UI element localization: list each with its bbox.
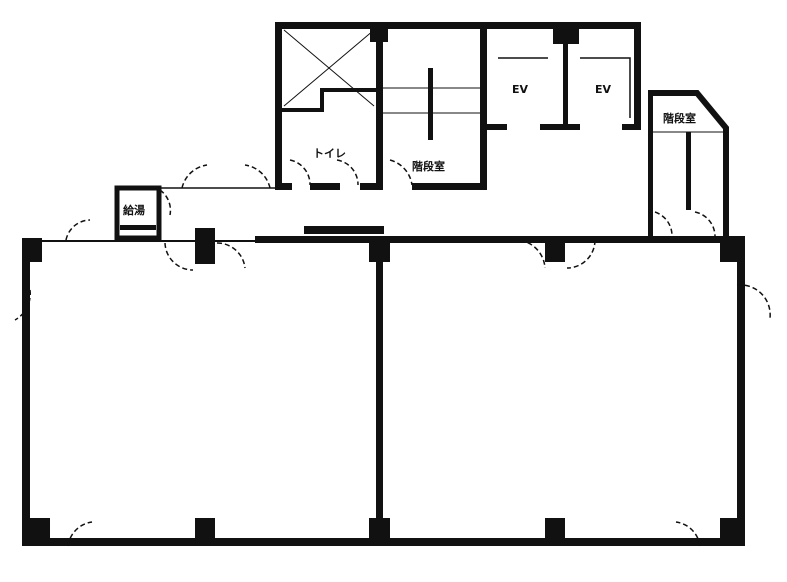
east-wall (737, 238, 745, 546)
door-swing (389, 159, 413, 186)
shaft-cross (283, 29, 375, 107)
core-west-wall (275, 22, 282, 190)
core-walls (160, 22, 487, 190)
stair-divider (428, 68, 433, 140)
ev-east-wall (634, 22, 641, 130)
shaft-wall (320, 88, 376, 92)
door-swing (336, 159, 359, 186)
stair-wall (650, 90, 729, 240)
column (720, 518, 745, 546)
ev-wall (622, 124, 640, 130)
elevator-2-label: EV (595, 83, 612, 96)
column (720, 238, 745, 262)
wall-stub (310, 183, 340, 190)
door-swing (244, 164, 271, 189)
door-swing (65, 219, 91, 241)
core-east-wall (480, 22, 487, 190)
ev-divider (563, 44, 568, 129)
columns (22, 228, 745, 546)
doors (14, 159, 771, 547)
ev-wall (540, 124, 580, 130)
office-walls (22, 236, 745, 546)
door-swing (164, 242, 194, 271)
kitchenette-label: 給湯 (123, 203, 145, 217)
elevator-1-label: EV (512, 83, 529, 96)
door-swing (736, 284, 771, 319)
shaft-wall (320, 90, 324, 112)
column (369, 518, 390, 546)
door-swing (181, 164, 208, 189)
door-swing (511, 239, 546, 269)
column (545, 518, 565, 540)
wall-stub (282, 183, 292, 190)
stair-divider (686, 132, 691, 210)
column (369, 238, 390, 262)
column (195, 228, 215, 264)
column (553, 22, 579, 44)
column (195, 518, 215, 540)
door-swing (67, 521, 93, 547)
shaft-wall (282, 108, 322, 112)
toilet-label: トイレ (313, 147, 346, 160)
elevator-bank (487, 22, 641, 130)
shelf (304, 226, 384, 234)
stairwell-right-label: 階段室 (663, 111, 696, 125)
column (545, 238, 565, 262)
door-swing (566, 239, 596, 269)
kitchenette-box (114, 185, 384, 241)
core-mid-wall (376, 22, 383, 190)
wall-stub (412, 183, 487, 190)
door-swing (654, 211, 673, 237)
stair-wall (648, 90, 653, 240)
stairwell-center-label: 階段室 (412, 159, 445, 173)
door-swing (216, 242, 246, 269)
door-swing (694, 211, 716, 237)
door-swing (675, 521, 701, 547)
door-swing (159, 189, 172, 216)
door-swing (14, 289, 31, 321)
ev-wall (487, 124, 507, 130)
west-wall (22, 238, 30, 546)
right-stairwell (648, 90, 729, 240)
door-swing (289, 159, 311, 186)
partition-wall (376, 238, 383, 538)
column (22, 518, 50, 546)
north-wall-east (255, 236, 745, 243)
column (22, 238, 42, 262)
column (370, 22, 388, 42)
wall-stub (360, 183, 380, 190)
